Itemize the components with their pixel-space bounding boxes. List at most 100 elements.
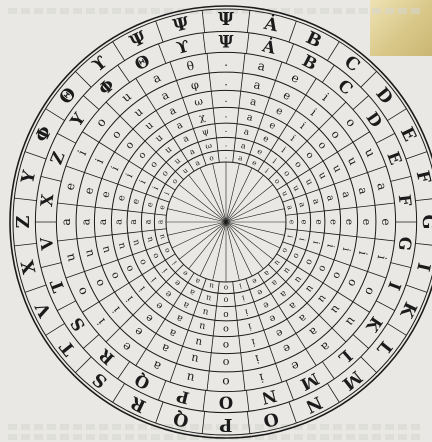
cell-divider [250,142,254,154]
ring-5-glyph: e [343,219,355,225]
cell-divider [82,132,99,142]
ring-6-glyph: i [288,133,297,144]
cell-divider [387,323,406,335]
ring-5-glyph: i [298,120,309,132]
ring-3-glyph: . [224,55,228,69]
ring-5-glyph: u [330,163,344,175]
cell-divider [289,402,296,423]
ring-3-glyph: e [119,339,133,354]
cell-divider [173,138,181,150]
cell-divider [233,151,234,163]
cell-divider [246,33,249,54]
ring-7-glyph: i [244,306,249,316]
cell-divider [268,264,276,272]
ring-6-glyph: u [303,283,315,295]
cell-divider [286,152,296,162]
cell-divider [319,255,334,260]
cell-divider [286,381,293,401]
ring-5-glyph: a [339,190,352,199]
ring-4-glyph: i [254,352,261,367]
cell-divider [46,109,65,121]
cell-divider [146,95,156,111]
ring-1-glyph: X [18,258,41,276]
cell-divider [66,166,85,173]
cell-divider [84,265,101,271]
cell-divider [203,390,206,411]
ring-3-glyph: i [320,90,332,103]
ring-6-glyph: χ [198,112,206,124]
ring-4-glyph: a [252,77,262,92]
cell-divider [183,330,189,346]
cell-divider [183,98,189,114]
cell-divider [283,198,294,202]
cell-divider [198,290,202,302]
cell-divider [57,203,77,205]
ring-6-glyph: e [267,312,277,325]
ring-5-glyph: o [330,270,344,281]
cell-divider [234,293,235,306]
ring-6-glyph: i [324,243,335,248]
ring-7-glyph: o [138,257,149,266]
ring-2-glyph: E [383,149,405,167]
cell-divider [357,237,375,239]
ring-3-glyph: e [289,70,302,86]
ring-2-glyph: Z [47,149,69,167]
cell-divider [353,132,370,142]
cell-divider [296,95,306,111]
ring-4-glyph: u [345,155,361,168]
cell-divider [250,290,254,302]
ring-1-glyph: Ψ [218,10,234,30]
cell-divider [217,293,218,306]
cell-divider [277,273,286,282]
ring-9-glyph: a [194,157,202,167]
cell-divider [193,129,198,143]
cell-divider [406,152,427,159]
cell-divider [165,306,173,319]
cell-divider [215,306,217,320]
ring-7-glyph: e [261,299,270,310]
cell-divider [120,116,133,129]
cell-divider [207,371,209,391]
cell-divider [202,411,205,433]
ring-4-glyph: o [345,277,361,289]
cell-divider [277,254,287,260]
cell-divider [277,162,286,171]
cell-divider [158,242,169,246]
cell-divider [350,172,367,178]
cell-divider [57,239,77,241]
ring-6-glyph: i [247,320,252,331]
cell-divider [243,371,245,391]
ring-8-glyph: u [205,293,212,303]
cell-divider [211,91,213,108]
cell-divider [120,315,133,328]
cell-divider [340,207,357,209]
cell-divider [319,116,332,129]
ring-1-glyph: C [340,52,363,76]
ring-7-glyph: u [303,177,315,187]
cell-divider [202,10,205,32]
cell-divider [271,294,279,306]
ring-7-glyph: i [138,179,148,186]
ring-8-glyph: e [300,220,309,225]
ring-2-glyph: ϒ [175,36,192,58]
cell-divider [75,71,91,87]
cell-divider [156,282,166,292]
ring-4-glyph: e [81,186,96,196]
cell-divider [268,171,276,179]
ring-5-glyph: . [224,93,227,105]
cell-divider [286,214,298,215]
cell-divider [118,65,130,82]
ring-7-glyph: o [303,257,314,266]
cell-divider [239,91,241,108]
ring-8-glyph: a [143,219,152,224]
cell-divider [375,239,395,241]
cell-divider [41,176,61,181]
cell-divider [327,383,339,402]
cell-divider [156,21,163,42]
cell-divider [170,364,177,383]
ring-4-glyph: o [222,356,229,370]
ring-2-glyph: R [95,345,118,369]
ring-2-glyph: T [46,276,68,295]
ring-9-glyph: i [170,259,179,267]
ring-7-glyph: a [182,133,192,145]
